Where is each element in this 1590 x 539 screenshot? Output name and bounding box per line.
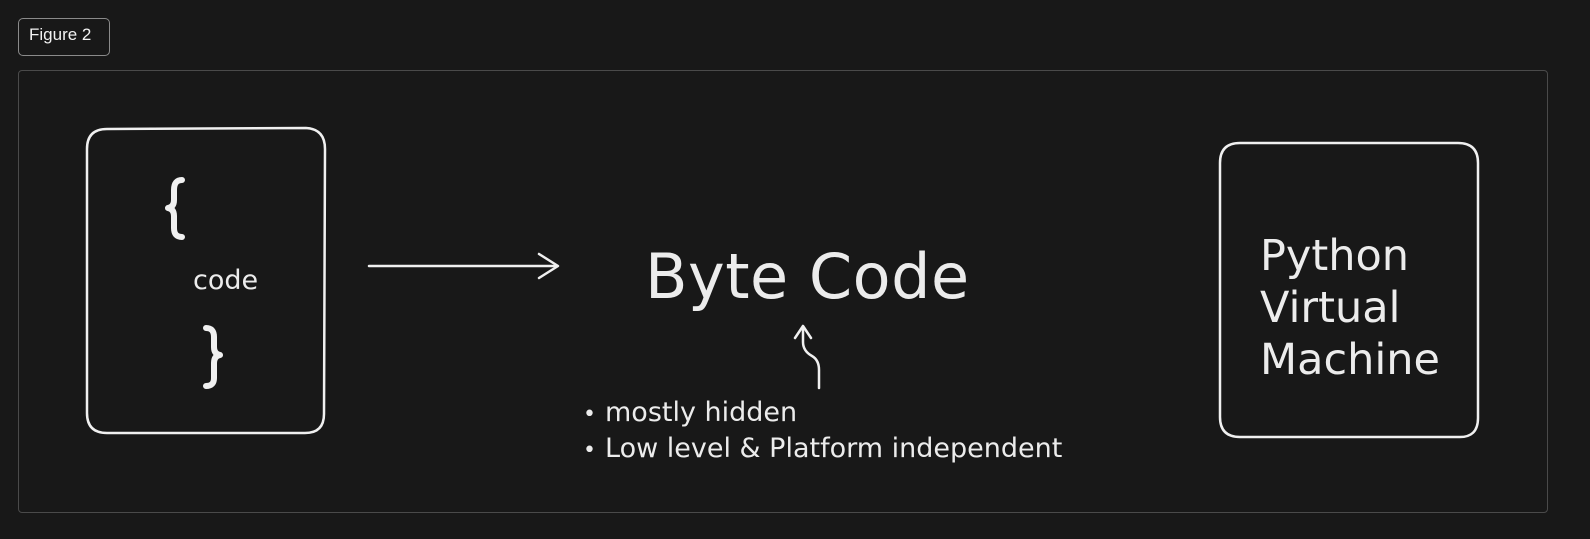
diagram-frame	[18, 70, 1548, 513]
byte-code-title: Byte Code	[645, 240, 970, 313]
vm-label-line: Python	[1260, 231, 1410, 281]
compile-arrow	[367, 252, 560, 280]
bullet-icon: •	[583, 402, 596, 427]
note-text: mostly hidden	[605, 397, 798, 428]
source-code-box	[85, 126, 327, 435]
bullet-icon: •	[583, 438, 596, 463]
open-brace-icon	[165, 177, 185, 240]
vm-label: Python Virtual Machine	[1260, 230, 1440, 386]
vm-label-line: Virtual	[1260, 283, 1401, 333]
note-item: • mostly hidden	[583, 396, 1062, 432]
annotation-arrow	[793, 324, 821, 390]
byte-code-notes: • mostly hidden • Low level & Platform ind…	[583, 396, 1062, 468]
figure-label: Figure 2	[18, 18, 110, 56]
note-item: • Low level & Platform independent	[583, 432, 1062, 468]
vm-label-line: Machine	[1260, 335, 1440, 385]
vm-box	[1218, 141, 1480, 439]
close-brace-icon	[203, 325, 223, 389]
note-text: Low level & Platform independent	[605, 433, 1063, 464]
code-label: code	[193, 265, 259, 296]
